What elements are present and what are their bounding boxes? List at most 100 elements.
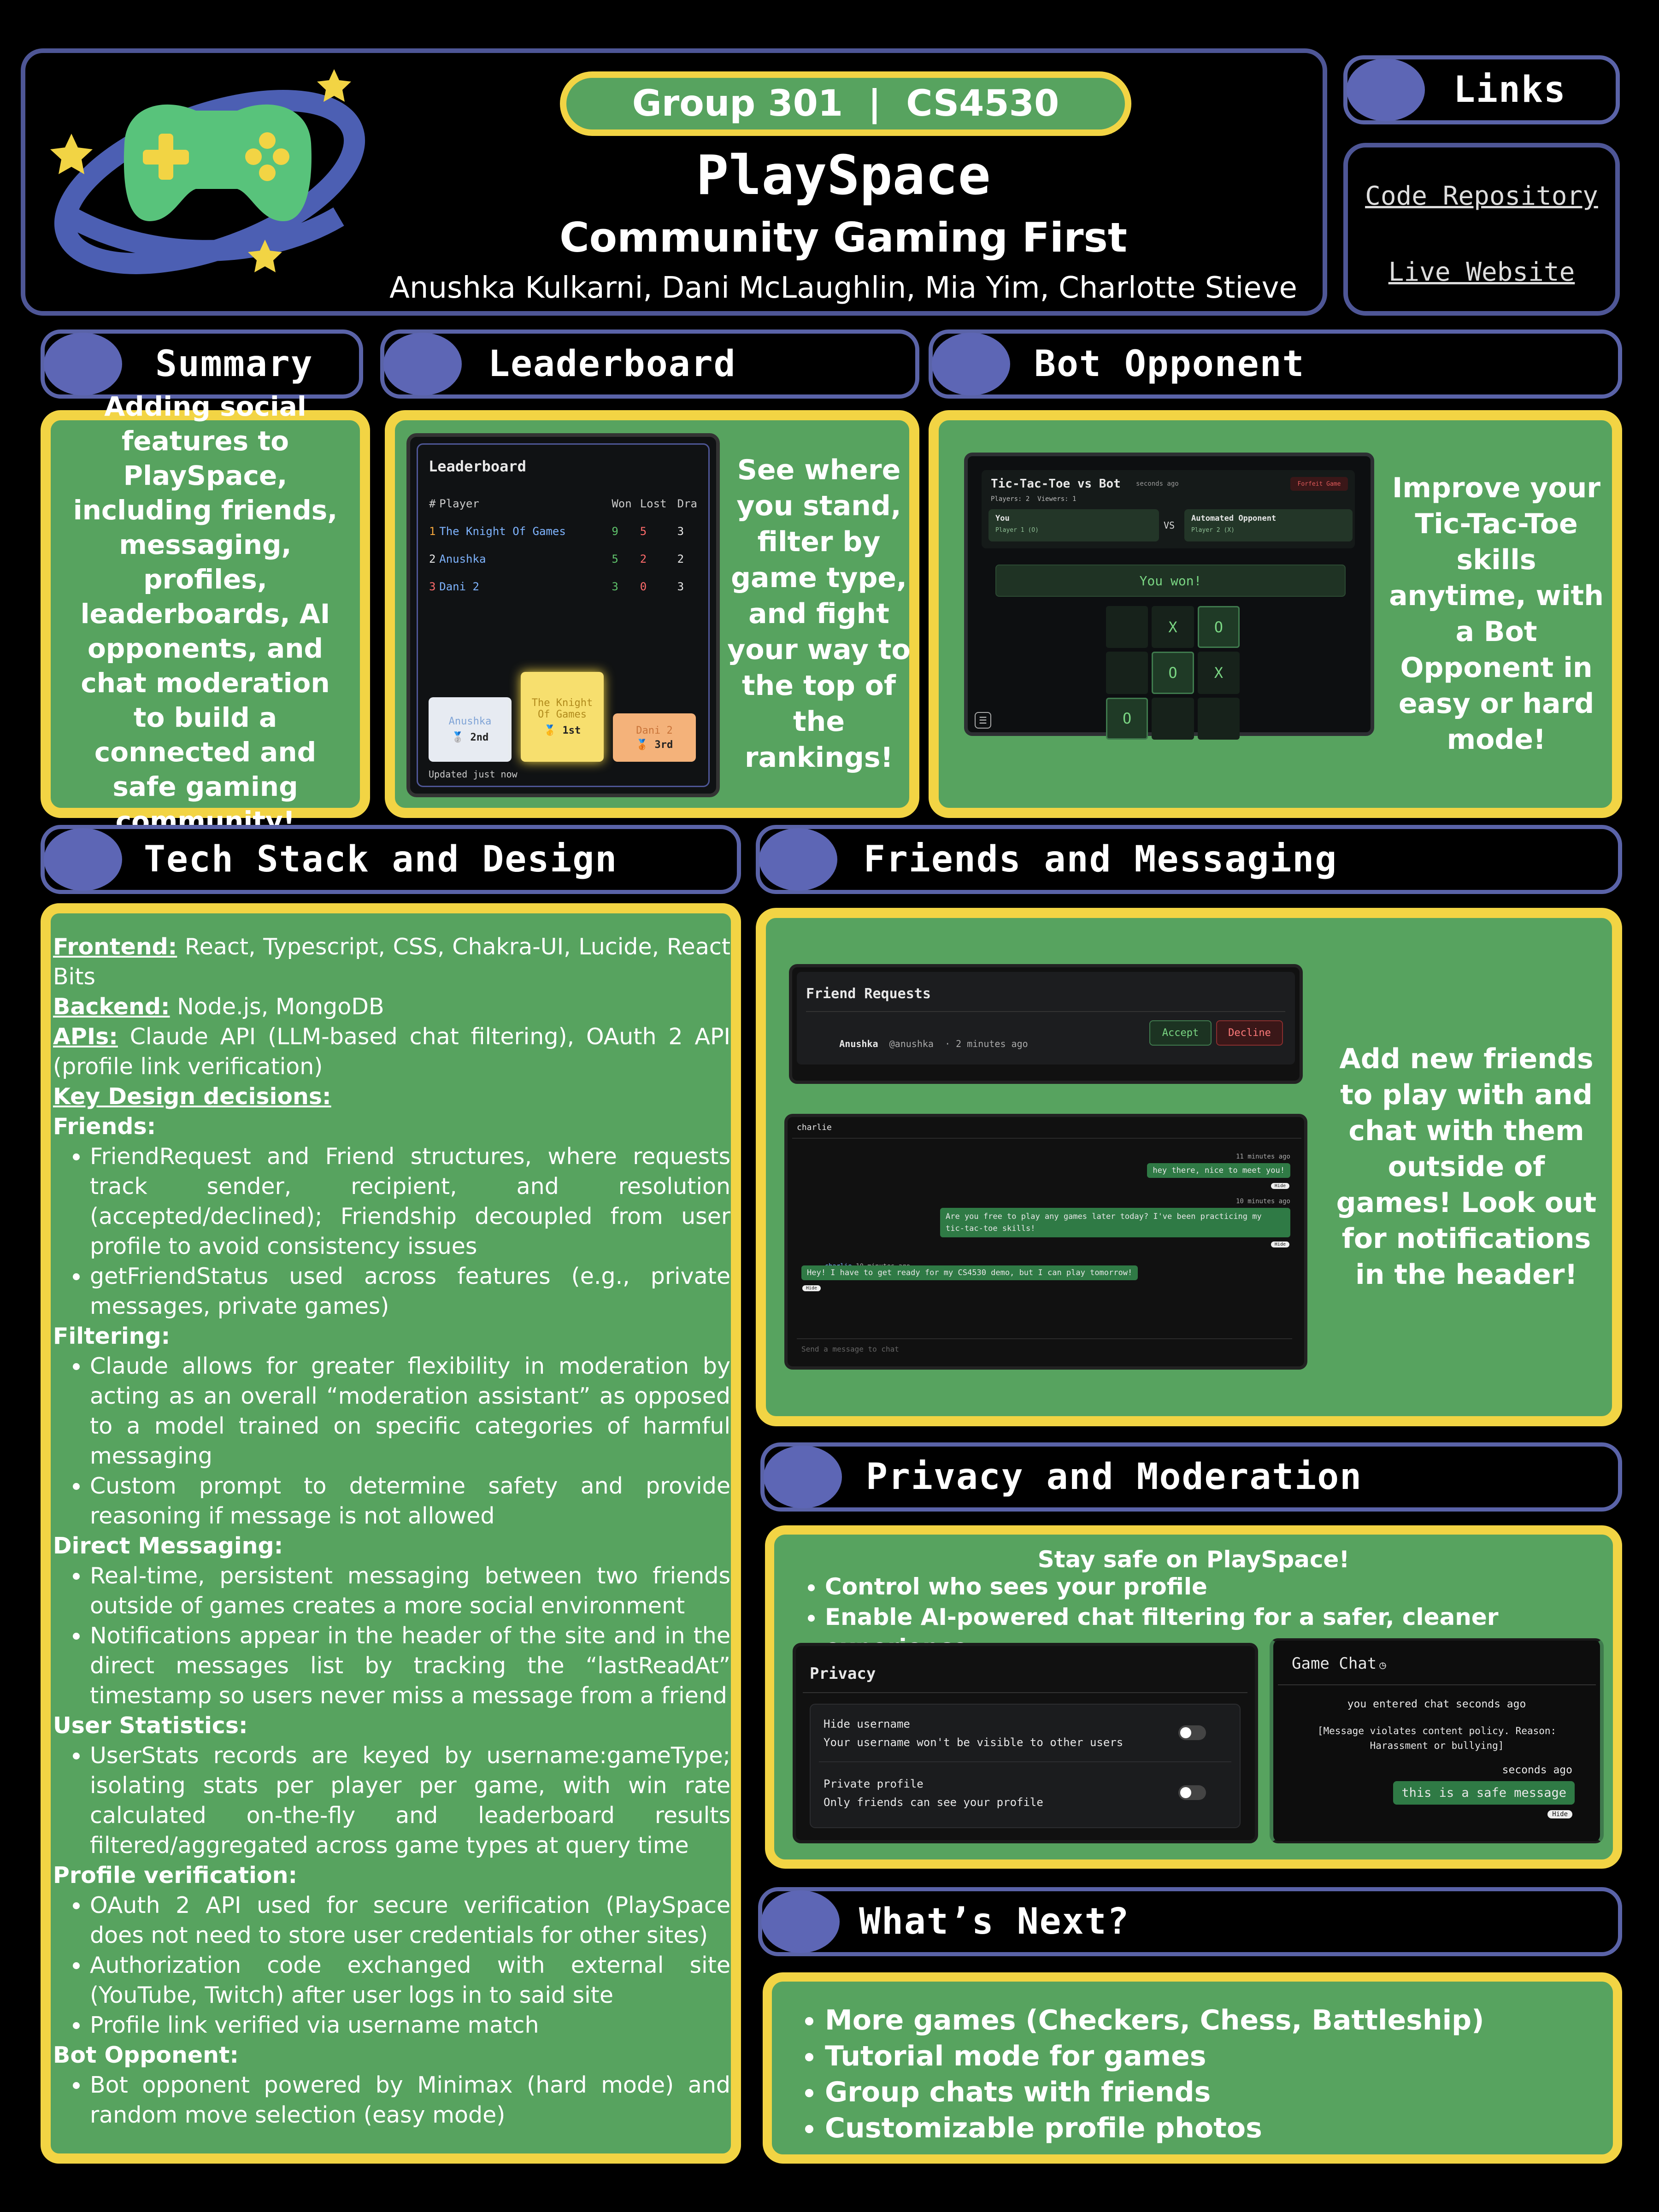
tech-content: Frontend: React, Typescript, CSS, Chakra… <box>53 932 730 2130</box>
board-cell[interactable]: X <box>1152 606 1194 648</box>
list-item: FriendRequest and Friend structures, whe… <box>90 1141 730 1261</box>
next-list: More games (Checkers, Chess, Battleship)… <box>793 2002 1484 2146</box>
chat-bubble-outgoing: Are you free to play any games later tod… <box>940 1208 1290 1237</box>
msg-tag[interactable]: Hide <box>802 1285 821 1291</box>
live-website-link[interactable]: Live Website <box>1388 257 1575 287</box>
apis-text: Claude API (LLM-based chat filtering), O… <box>53 1024 730 1080</box>
game-meta: Players: 2 Viewers: 1 <box>991 495 1077 503</box>
updated-label: Updated just now <box>429 769 518 780</box>
list-item: OAuth 2 API used for secure verification… <box>90 1890 730 1950</box>
message-input[interactable]: Send a message to chat <box>797 1338 1292 1361</box>
backend-text: Node.js, MongoDB <box>170 994 384 1020</box>
app-subtitle: Community Gaming First <box>559 213 1127 261</box>
board-cell[interactable]: X <box>1197 652 1240 694</box>
tech-title: Tech Stack and Design <box>144 839 618 880</box>
app-title: PlaySpace <box>696 143 991 207</box>
private-profile-toggle[interactable] <box>1178 1785 1206 1800</box>
msg-tag[interactable]: Hide <box>1271 1183 1289 1189</box>
board-cell[interactable]: O <box>1197 606 1240 648</box>
section-heading: Direct Messaging: <box>53 1533 283 1559</box>
option-desc: Your username won't be visible to other … <box>824 1736 1124 1749</box>
request-row: Anushka @anushka · 2 minutes ago <box>806 1027 1028 1060</box>
privacy-settings-screenshot: Privacy Hide username Your username won'… <box>793 1643 1258 1843</box>
board-cell[interactable] <box>1106 606 1148 648</box>
col-rank: # <box>429 497 436 510</box>
request-name: Anushka <box>839 1038 878 1049</box>
game-controller-planet-logo <box>50 69 365 274</box>
msg-tag[interactable]: Hide <box>1547 1810 1572 1818</box>
game-chat-title: Game Chat◷ <box>1292 1654 1386 1673</box>
table-row[interactable]: 1 The Knight Of Games 9 5 3 <box>429 525 684 538</box>
section-list: OAuth 2 API used for secure verification… <box>53 1890 730 2040</box>
privacy-options-card <box>810 1704 1241 1828</box>
leaderboard-card-title: Leaderboard <box>429 458 526 475</box>
msg-time: 11 minutes ago <box>1235 1153 1290 1160</box>
apis-label: APIs: <box>53 1024 118 1050</box>
next-box: More games (Checkers, Chess, Battleship)… <box>763 1972 1622 2164</box>
chat-bubble-incoming: Hey! I have to get ready for my CS4530 d… <box>801 1265 1138 1280</box>
forfeit-button[interactable]: Forfeit Game <box>1290 477 1348 491</box>
result-banner: You won! <box>995 565 1346 597</box>
section-list: FriendRequest and Friend structures, whe… <box>53 1141 730 1321</box>
clock-icon: ◷ <box>1379 1659 1386 1671</box>
podium-third: Dani 2 🥉 3rd <box>613 713 696 762</box>
authors: Anushka Kulkarni, Dani McLaughlin, Mia Y… <box>389 271 1297 305</box>
bot-header: Bot Opponent <box>929 329 1622 399</box>
leaderboard-title: Leaderboard <box>488 343 736 385</box>
board-cell[interactable]: O <box>1106 697 1148 740</box>
bot-blurb: Improve your Tic-Tac-Toe skills anytime,… <box>1389 472 1604 756</box>
player2-card: Automated Opponent Player 2 (X) <box>1184 509 1353 541</box>
board-cell[interactable] <box>1197 697 1240 740</box>
board-cell[interactable] <box>1152 697 1194 740</box>
list-item: Bot opponent powered by Minimax (hard mo… <box>90 2070 730 2130</box>
leaderboard-header: Leaderboard <box>380 329 919 399</box>
player1-card: You Player 1 (O) <box>988 509 1159 541</box>
section-heading: Bot Opponent: <box>53 2042 239 2068</box>
option-title: Hide username <box>824 1718 910 1730</box>
code-repository-link[interactable]: Code Repository <box>1365 181 1598 211</box>
board-cell[interactable]: O <box>1152 652 1194 694</box>
bot-title: Bot Opponent <box>1034 343 1305 385</box>
list-item: Customizable profile photos <box>825 2110 1484 2146</box>
privacy-box: Stay safe on PlaySpace! Control who sees… <box>765 1525 1622 1869</box>
request-handle: @anushka <box>889 1038 934 1049</box>
table-row[interactable]: 3 Dani 2 3 0 3 <box>429 580 684 593</box>
game-title: Tic-Tac-Toe vs Bot <box>991 477 1121 491</box>
game-chat-screenshot: Game Chat◷ you entered chat seconds ago … <box>1270 1638 1604 1843</box>
leaderboard-box: Leaderboard # Player Won Lost Dra 1 The … <box>385 410 919 818</box>
option-desc: Only friends can see your profile <box>824 1796 1043 1809</box>
section-list: Bot opponent powered by Minimax (hard mo… <box>53 2070 730 2130</box>
menu-icon[interactable]: ☰ <box>975 712 991 729</box>
decline-button[interactable]: Decline <box>1216 1020 1283 1046</box>
col-won: Won <box>612 497 632 510</box>
tic-tac-toe-board: X O O X O <box>1106 606 1240 740</box>
friends-blurb: Add new friends to play with and chat wi… <box>1336 1043 1597 1291</box>
msg-time: 10 minutes ago <box>1235 1198 1290 1205</box>
hide-username-toggle[interactable] <box>1178 1725 1206 1740</box>
group-label: Group 301 | CS4530 <box>632 83 1059 124</box>
summary-box: Adding social features to PlaySpace, inc… <box>41 391 370 837</box>
group-pill: Group 301 | CS4530 <box>560 71 1131 136</box>
col-lost: Lost <box>640 497 667 510</box>
list-item: Profile link verified via username match <box>90 2010 730 2040</box>
list-item: Notifications appear in the header of th… <box>90 1621 730 1711</box>
podium-first: The Knight Of Games 🥇 1st <box>521 672 604 762</box>
table-row[interactable]: 2 Anushka 5 2 2 <box>429 553 684 565</box>
vs-label: VS <box>1164 520 1175 531</box>
links-box: Code Repository Live Website <box>1343 143 1620 316</box>
tech-box: Frontend: React, Typescript, CSS, Chakra… <box>41 903 741 2164</box>
accept-button[interactable]: Accept <box>1149 1020 1212 1046</box>
privacy-title: Privacy and Moderation <box>866 1456 1363 1498</box>
msg-tag[interactable]: Hide <box>1271 1241 1289 1247</box>
section-list: UserStats records are keyed by username:… <box>53 1741 730 1860</box>
list-item: Group chats with friends <box>825 2074 1484 2110</box>
links-title: Links <box>1453 69 1566 111</box>
section-heading: User Statistics: <box>53 1712 248 1739</box>
board-cell[interactable] <box>1106 652 1148 694</box>
privacy-header: Privacy and Moderation <box>760 1442 1622 1512</box>
list-item: Real-time, persistent messaging between … <box>90 1561 730 1621</box>
chat-contact-name: charlie <box>797 1123 832 1132</box>
chat-moderated-line: [Message violates content policy. Reason… <box>1317 1725 1557 1751</box>
section-heading: Filtering: <box>53 1323 171 1349</box>
chat-system-line: you entered chat seconds ago <box>1347 1698 1526 1710</box>
